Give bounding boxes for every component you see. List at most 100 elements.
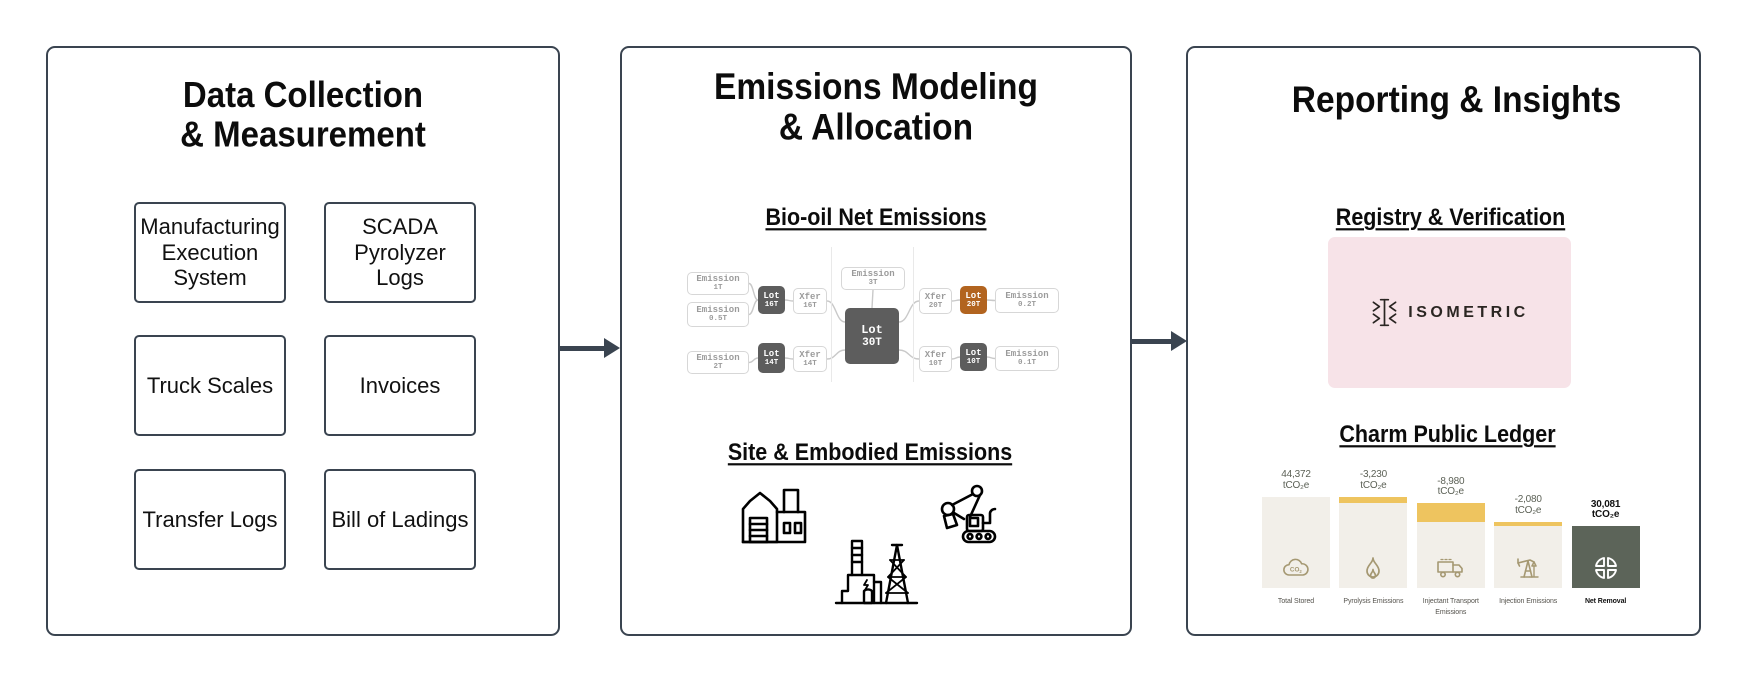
flow-edge-lot14-xfer14 xyxy=(784,357,794,360)
ledger-bar-category: Pyrolysis Emissions xyxy=(1343,598,1404,605)
flow-node-value: 20T xyxy=(928,301,943,310)
isometric-registry-card: ISOMETRIC xyxy=(1328,237,1571,388)
truck-icon xyxy=(1436,555,1465,581)
ledger-bar-category: Total Stored xyxy=(1277,598,1315,605)
flow-node-label: Xfer xyxy=(924,349,947,360)
flow-edge-em3-lot30 xyxy=(871,289,874,309)
arrow-head xyxy=(1171,331,1187,351)
flow-node-value: 2T xyxy=(713,363,723,371)
flow-node-value: 0.1T xyxy=(1017,359,1036,367)
ledger-bar-net-removal xyxy=(1571,526,1640,588)
flow-node-label: Lot xyxy=(965,290,982,301)
flow-edge-xfer20-lot20 xyxy=(951,299,961,302)
excavator-icon xyxy=(940,483,1002,547)
source-box-label: Manufacturing Execution System xyxy=(140,214,280,291)
arrow-head xyxy=(604,338,620,358)
flow-column-separator xyxy=(831,247,832,382)
source-box-scada-pyrolyzer-logs: SCADA Pyrolyzer Logs xyxy=(324,202,476,303)
panel-title-data-collection: Data Collection & Measurement xyxy=(48,73,558,155)
source-box-manufacturing-execution-system: Manufacturing Execution System xyxy=(134,202,286,303)
heading-bio-oil-net-emissions: Bio-oil Net Emissions xyxy=(765,203,987,230)
flow-edge-lot30-xfer20 xyxy=(898,300,920,323)
flow-node-value: 1T xyxy=(713,284,723,292)
title-line: Emissions Modeling xyxy=(714,67,1038,108)
flow-node-label: Emission xyxy=(1005,291,1049,301)
arrow-shaft xyxy=(1132,339,1172,344)
heading-site-embodied-emissions: Site & Embodied Emissions xyxy=(727,438,1013,465)
flow-node-value: 10T xyxy=(928,359,943,368)
isometric-logo-text: ISOMETRIC xyxy=(1408,303,1529,321)
flow-edge-lot20-em02 xyxy=(986,299,996,302)
flow-edge-lot16-xfer16 xyxy=(784,299,794,302)
isometric-mark-icon xyxy=(1372,298,1397,327)
title-line: & Allocation xyxy=(778,108,974,149)
flow-node-value: 30T xyxy=(862,336,882,349)
flow-edge-lot30-xfer10 xyxy=(898,349,920,360)
flow-edge-xfer14-lot30 xyxy=(826,349,846,360)
flow-node-label: Xfer xyxy=(924,291,947,302)
flow-node-label: Lot xyxy=(861,322,883,337)
panel-title-reporting-insights: Reporting & Insights xyxy=(1201,80,1712,121)
ledger-bar-category: Net Removal xyxy=(1584,598,1627,605)
flow-node-label: Xfer xyxy=(799,291,821,302)
flow-node-value: 16T xyxy=(764,300,779,309)
factory-icon xyxy=(740,487,808,545)
flow-edge-lot10-em01 xyxy=(986,356,996,360)
flow-node-value: 16T xyxy=(803,301,817,310)
flow-edge-em1-lot16 xyxy=(748,282,759,301)
flow-node-label: Emission xyxy=(1005,349,1049,359)
arrow-shaft xyxy=(560,346,605,351)
flow-node-value: 0.2T xyxy=(1017,301,1036,309)
flow-node-value: 3T xyxy=(868,279,878,287)
flow-node-label: Emission xyxy=(851,269,895,279)
source-box-label: Invoices xyxy=(359,372,441,398)
net-removal-icon xyxy=(1592,555,1620,581)
ledger-bar-delta-segment xyxy=(1416,503,1485,522)
panel-data-collection: Data Collection & Measurement Manufactur… xyxy=(46,46,560,636)
flow-node-label: Emission xyxy=(696,353,740,363)
flow-edge-xfer16-lot30 xyxy=(826,300,846,323)
flame-icon xyxy=(1359,555,1387,581)
flow-node-label: Emission xyxy=(696,305,740,315)
flow-node-label: Xfer xyxy=(799,349,821,360)
source-box-bill-of-ladings: Bill of Ladings xyxy=(324,469,476,570)
source-box-invoices: Invoices xyxy=(324,335,476,436)
flow-node-value: 20T xyxy=(966,300,981,309)
source-box-transfer-logs: Transfer Logs xyxy=(134,469,286,570)
flow-node-label: Lot xyxy=(763,348,780,359)
flow-node-label: Lot xyxy=(965,347,982,358)
title-line: Data Collection xyxy=(182,73,424,115)
flow-node-label: Lot xyxy=(763,290,780,301)
flow-node-value: 0.5T xyxy=(708,315,727,323)
ledger-bar-delta-segment xyxy=(1339,496,1408,504)
flow-edge-em2-lot14 xyxy=(748,357,759,364)
ledger-bar-injectant-transport-emissions xyxy=(1416,521,1485,588)
isometric-logo: ISOMETRIC xyxy=(1370,296,1528,329)
ledger-bar-category: Injectant Transport Emissions xyxy=(1422,598,1479,616)
panel-reporting-insights: Reporting & Insights Registry & Verifica… xyxy=(1186,46,1701,636)
flow-edge-xfer10-lot10 xyxy=(951,356,961,360)
flow-edges xyxy=(748,282,996,364)
flow-node-value: 10T xyxy=(966,357,981,366)
flow-node-value: 14T xyxy=(764,358,779,367)
